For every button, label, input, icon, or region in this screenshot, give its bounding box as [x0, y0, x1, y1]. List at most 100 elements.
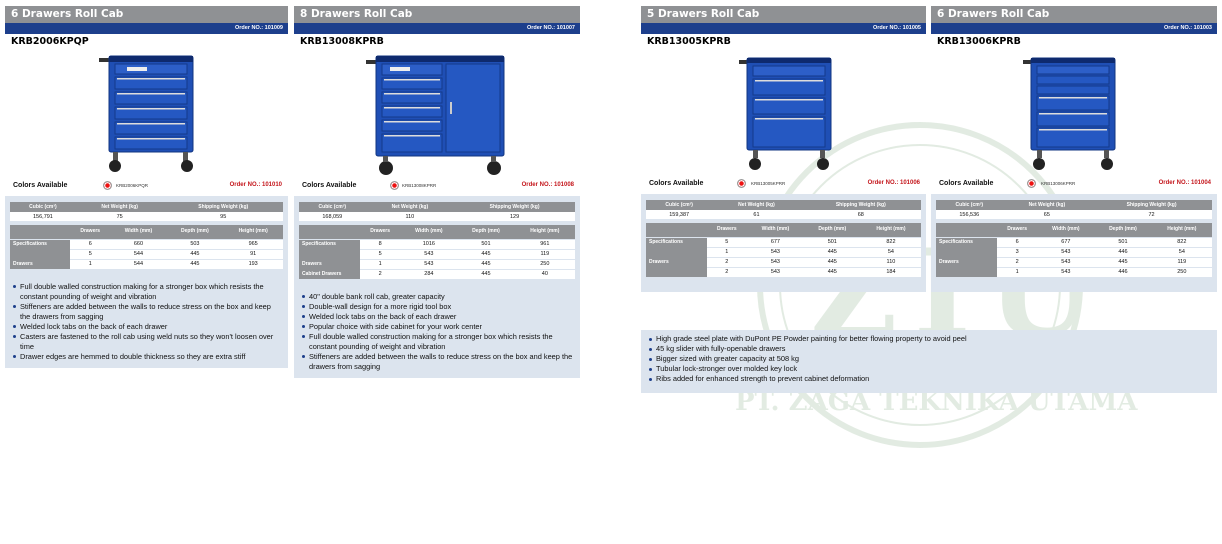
table-row: 1 543 445 54 [646, 247, 921, 258]
table-cell: 156,536 [936, 210, 1003, 219]
table-cell: 543 [747, 247, 804, 258]
specs-panel: Cubic (cm³) Net Weight (kg) Shipping Wei… [294, 196, 580, 288]
order-number-bar: Order NO.: 101003 [931, 23, 1217, 34]
table-cell: 445 [457, 259, 515, 270]
table-cell: 40 [514, 269, 575, 280]
table-cell: 168,059 [299, 212, 366, 221]
card-title: 8 Drawers Roll Cab [294, 6, 580, 23]
feature-item: Welded lock tabs on the back of each dra… [13, 322, 282, 332]
table-cell: 75 [75, 212, 164, 221]
table-header: Depth (mm) [457, 225, 515, 240]
table-cell: 544 [110, 249, 167, 260]
feature-item: 40" double bank roll cab, greater capaci… [302, 292, 574, 302]
model-number: KRB13005KPRB [647, 36, 731, 47]
table-header [10, 225, 71, 240]
table-cell: 445 [457, 249, 515, 260]
row-label: Drawers [646, 257, 707, 267]
color-order-number: Order NO.: 101004 [1158, 180, 1211, 186]
table-header: Width (mm) [110, 225, 167, 240]
row-label [10, 249, 71, 259]
feature-item: Stiffeners are added between the walls t… [302, 352, 574, 372]
row-label: Drawers [10, 259, 71, 269]
color-swatch[interactable] [390, 181, 399, 190]
product-image-area [931, 50, 1217, 176]
table-cell: 445 [803, 257, 861, 268]
color-swatch[interactable] [737, 179, 746, 188]
table-cell: 677 [747, 237, 804, 248]
table-header [936, 223, 997, 238]
table-cell: 54 [1151, 247, 1212, 258]
table-cell: 445 [166, 259, 224, 270]
color-swatch[interactable] [1027, 179, 1036, 188]
weight-table: Cubic (cm³) Net Weight (kg) Shipping Wei… [299, 202, 575, 221]
table-cell: 1 [706, 247, 748, 258]
table-cell: 119 [1151, 257, 1212, 268]
table-header: Width (mm) [1037, 223, 1095, 238]
model-number: KRB2006KPQP [11, 36, 89, 47]
colors-label: Colors Available [302, 182, 357, 189]
table-cell: 543 [1037, 257, 1095, 268]
table-cell: 5 [359, 249, 401, 260]
table-cell: 677 [1037, 237, 1095, 248]
table-row: Specifications 6 677 501 822 [936, 237, 1212, 248]
color-order-number: Order NO.: 101006 [867, 180, 920, 186]
table-cell: 446 [1094, 267, 1152, 278]
table-header: Width (mm) [747, 223, 804, 238]
table-cell: 2 [996, 257, 1038, 268]
feature-item: Double-wall design for a more rigid tool… [302, 302, 574, 312]
table-cell: 65 [1002, 210, 1092, 219]
table-row: 5 543 445 119 [299, 249, 575, 260]
table-cell: 501 [1094, 237, 1152, 248]
row-label: Specifications [646, 237, 707, 247]
row-label [299, 249, 360, 259]
table-cell: 543 [1037, 267, 1095, 278]
feature-item: High grade steel plate with DuPont PE Po… [649, 334, 1211, 344]
row-label [646, 247, 707, 257]
dimension-table: Drawers Width (mm) Depth (mm) Height (mm… [299, 225, 575, 280]
table-row: Specifications 8 1016 501 961 [299, 239, 575, 250]
table-header: Net Weight (kg) [712, 200, 801, 210]
table-cell: 61 [712, 210, 801, 219]
order-number-bar: Order NO.: 101009 [5, 23, 288, 34]
shared-feature-list: High grade steel plate with DuPont PE Po… [641, 330, 1217, 393]
table-cell: 822 [860, 237, 921, 248]
weight-table: Cubic (cm³) Net Weight (kg) Shipping Wei… [936, 200, 1212, 219]
table-header: Net Weight (kg) [365, 202, 455, 212]
table-header: Shipping Weight (kg) [454, 202, 575, 212]
row-label: Specifications [10, 239, 71, 249]
feature-item: Ribs added for enhanced strength to prev… [649, 374, 1211, 384]
table-cell: 54 [860, 247, 921, 258]
table-header: Height (mm) [1151, 223, 1212, 238]
row-label: Specifications [936, 237, 997, 247]
table-cell: 501 [457, 239, 515, 250]
table-cell: 5 [70, 249, 111, 260]
feature-item: Welded lock tabs on the back of each dra… [302, 312, 574, 322]
table-cell: 2 [706, 267, 748, 278]
color-swatch[interactable] [103, 181, 112, 190]
table-header: Width (mm) [400, 225, 458, 240]
row-label: Cabinet Drawers [299, 269, 360, 279]
table-cell: 503 [166, 239, 224, 250]
colors-available-row: Colors Available KRB2006KPQR Order NO.: … [5, 178, 288, 196]
card-title: 6 Drawers Roll Cab [931, 6, 1217, 23]
table-row: Specifications 6 660 503 965 [10, 239, 283, 250]
table-cell: 3 [996, 247, 1038, 258]
row-label [936, 267, 997, 277]
table-cell: 6 [70, 239, 111, 250]
table-header: Drawers [359, 225, 401, 240]
roll-cab-image [737, 54, 837, 172]
order-number-bar: Order NO.: 101005 [641, 23, 926, 34]
table-header [646, 223, 707, 238]
product-image-area [294, 50, 580, 178]
feature-item: Full double walled construction making f… [302, 332, 574, 352]
table-header: Depth (mm) [803, 223, 861, 238]
colors-available-row: Colors Available KRB13008KPRR Order NO.:… [294, 178, 580, 196]
table-cell: 110 [365, 212, 455, 221]
colors-label: Colors Available [939, 180, 994, 187]
product-image-area [5, 50, 288, 178]
table-cell: 1 [996, 267, 1038, 278]
table-header: Net Weight (kg) [75, 202, 164, 212]
model-number: KRB13006KPRB [937, 36, 1021, 47]
row-label: Drawers [936, 257, 997, 267]
table-header [299, 225, 360, 240]
